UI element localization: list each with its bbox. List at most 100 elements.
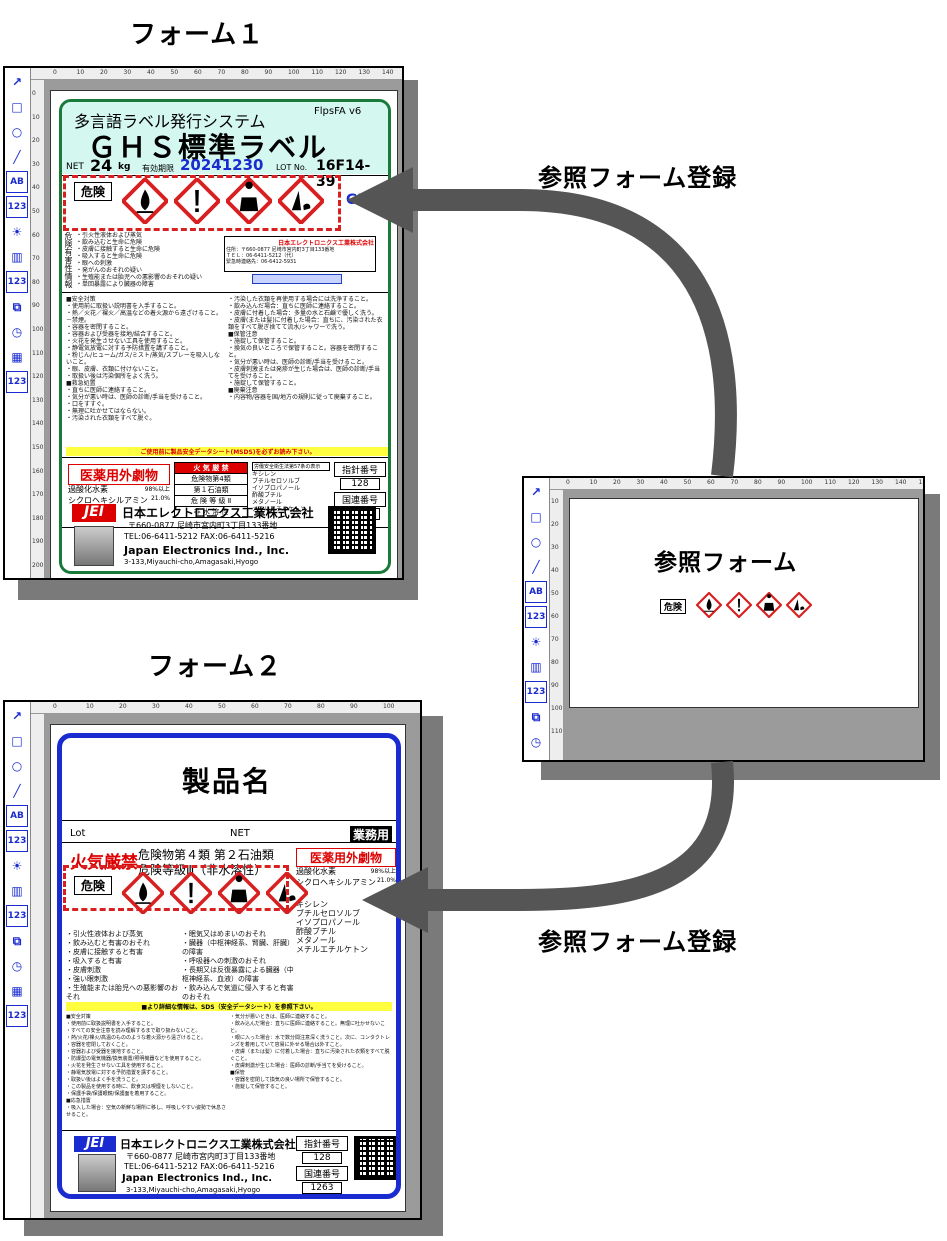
list-item: ・火花を発生させない工具を使用すること。 xyxy=(66,338,187,345)
reference-selection[interactable] xyxy=(63,175,341,231)
qr-tool[interactable]: ▦ xyxy=(11,984,23,998)
fire-line: 第１石油類 xyxy=(175,484,247,495)
rect-tool[interactable]: □ xyxy=(11,734,23,748)
list-item: ■応急措置 xyxy=(66,1098,91,1104)
form1-canvas[interactable]: 多言語ラベル発行システム FlpsFA v6 ＧＨＳ標準ラベル NET 24 k… xyxy=(45,80,402,578)
shitei-label: 指針番号 xyxy=(334,462,386,477)
ref-canvas[interactable]: 参照フォーム 危険 xyxy=(564,490,923,760)
form2-vruler xyxy=(31,714,45,1218)
arrow-tool[interactable]: ↗ xyxy=(530,485,542,499)
serial-tool[interactable]: 123 xyxy=(6,1005,28,1027)
list-item: ・飲み込むと生命に危険 xyxy=(76,239,143,246)
serial-tool[interactable]: 123 xyxy=(6,371,28,393)
counter-tool[interactable]: 123 xyxy=(525,681,547,703)
environment-icon xyxy=(786,592,812,618)
rect-tool[interactable]: □ xyxy=(530,510,542,524)
list-item: 酢酸ブチル xyxy=(252,492,283,499)
number-tool[interactable]: 123 xyxy=(6,830,28,852)
list-item: ■救急処置 xyxy=(66,380,96,387)
form2-canvas[interactable]: 製品名 Lot NET 業務用 火気厳禁 危険物第４類 第２石油類 危険等級Ⅲ（… xyxy=(45,714,420,1218)
ellipse-tool[interactable]: ○ xyxy=(11,759,23,773)
ppe-icons xyxy=(252,274,342,284)
poison-pct: 98%以上 xyxy=(144,486,170,493)
divider xyxy=(62,820,396,821)
ruler-tick-label: 50 xyxy=(551,590,559,597)
arrow-tool[interactable]: ↗ xyxy=(11,709,23,723)
ruler-tick-label: 30 xyxy=(123,69,132,76)
ghs-label[interactable]: 多言語ラベル発行システム FlpsFA v6 ＧＨＳ標準ラベル NET 24 k… xyxy=(59,99,391,574)
text-tool[interactable]: AB xyxy=(525,581,547,603)
list-item: メチルエチルケトン xyxy=(252,506,307,513)
ellipse-tool[interactable]: ○ xyxy=(530,535,542,549)
ghs-header-band xyxy=(62,102,388,174)
lot-label: Lot xyxy=(70,828,86,839)
flame-icon xyxy=(122,872,164,914)
barcode-tool[interactable]: ▥ xyxy=(530,660,542,674)
arrow-tool[interactable]: ↗ xyxy=(11,75,23,89)
barcode-tool[interactable]: ▥ xyxy=(11,884,23,898)
number-tool[interactable]: 123 xyxy=(6,196,28,218)
ruler-tick-label: 130 xyxy=(358,69,370,76)
clock-tool[interactable]: ◷ xyxy=(11,325,23,339)
counter-tool[interactable]: 123 xyxy=(6,271,28,293)
qr-tool[interactable]: ▦ xyxy=(11,350,23,364)
frame-tool[interactable]: ⧉ xyxy=(12,300,22,314)
text-tool[interactable]: AB xyxy=(6,171,28,193)
fire-warning: 火気厳禁 xyxy=(70,853,138,873)
ruler-tick-label: 10 xyxy=(76,69,85,76)
line-tool[interactable]: ╱ xyxy=(532,560,540,574)
list-item: ・気分が悪い時は、医師の診断/手当を受けること。 xyxy=(66,394,207,401)
barcode-tool[interactable]: ▥ xyxy=(11,250,23,264)
arrow-to-reference xyxy=(347,167,737,478)
rect-tool[interactable]: □ xyxy=(11,100,23,114)
image-tool[interactable]: ☀ xyxy=(530,635,542,649)
supplier-name: 日本エレクトロニクス工業株式会社 xyxy=(278,240,374,247)
image-tool[interactable]: ☀ xyxy=(11,225,23,239)
precaution-right: ・汚染した衣類を再使用する場合には洗浄すること。・飲み込んだ場合：直ちに医師に連… xyxy=(228,296,386,401)
line-tool[interactable]: ╱ xyxy=(13,150,21,164)
ruler-tick-label: 150 xyxy=(32,444,44,451)
list-item: イソプロパノール xyxy=(296,918,360,927)
hazard-class: 危険物第４類 第２石油類 xyxy=(138,848,274,862)
divider-4 xyxy=(62,527,388,528)
ellipse-tool[interactable]: ○ xyxy=(11,125,23,139)
image-tool[interactable]: ☀ xyxy=(11,859,23,873)
number-tool[interactable]: 123 xyxy=(525,606,547,628)
ruler-tick-label: 50 xyxy=(170,69,179,76)
list-item: ・汚染された衣類をすべて脱ぐ。 xyxy=(66,415,156,422)
list-item: ■安全対策 xyxy=(66,1014,91,1020)
list-item: ・静電気放電に対する予防措置を講ずること。 xyxy=(66,1070,172,1076)
list-item: ・この製品を使用する時に、飲食又は喫煙をしないこと。 xyxy=(66,1084,196,1090)
divider-2 xyxy=(62,292,388,293)
ruler-tick-label: 60 xyxy=(194,69,202,76)
form2-heading: フォーム２ xyxy=(148,652,283,682)
hazard-list-right: ・眠気又はめまいのおそれ・臓器（中枢神経系、腎臓、肝臓）の障害・呼吸器への刺激の… xyxy=(182,930,294,1002)
list-item: ・容器および受器を接地/結合すること。 xyxy=(66,331,177,338)
line-tool[interactable]: ╱ xyxy=(13,784,21,798)
numbers-box: 指針番号 128 国連番号 1263 xyxy=(296,1136,348,1194)
clock-tool[interactable]: ◷ xyxy=(530,735,542,749)
clock-tool[interactable]: ◷ xyxy=(11,959,23,973)
law-header: 労働安全衛生法第57条の表示 xyxy=(252,462,330,471)
list-item: ・施錠して保管すること。 xyxy=(230,1084,290,1090)
precaution-right: ・気分が悪いときは、医師に連絡すること。・飲み込んだ場合：直ちに医師に連絡するこ… xyxy=(230,1014,390,1091)
list-item: 住所：〒660-0877 尼崎市宮内町3丁目133番地 xyxy=(226,247,335,253)
frame-tool[interactable]: ⧉ xyxy=(531,710,541,724)
list-item: ・容器を密閉しておくこと。 xyxy=(66,1042,131,1048)
ruler-tick-label: 40 xyxy=(660,479,668,486)
text-tool[interactable]: AB xyxy=(6,805,28,827)
ref-signal-word: 危険 xyxy=(660,599,687,614)
frame-tool[interactable]: ⧉ xyxy=(12,934,22,948)
printer-image xyxy=(74,526,114,566)
counter-tool[interactable]: 123 xyxy=(6,905,28,927)
product-label[interactable]: 製品名 Lot NET 業務用 火気厳禁 危険物第４類 第２石油類 危険等級Ⅲ（… xyxy=(57,733,401,1199)
reference-placement[interactable] xyxy=(63,865,289,911)
